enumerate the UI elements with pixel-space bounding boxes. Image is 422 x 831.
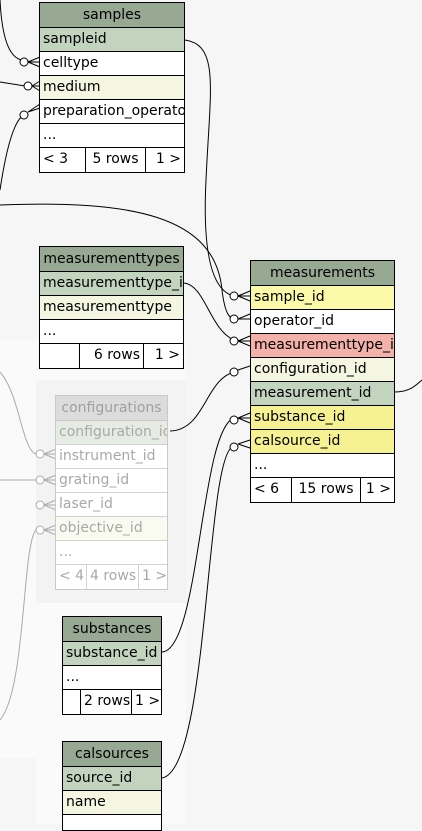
relation-line-instrument-id xyxy=(0,371,37,455)
column-more[interactable]: ... xyxy=(251,454,394,478)
crowfoot-circle-measurementtype-id xyxy=(229,336,239,346)
column-calsource-id[interactable]: calsource_id xyxy=(251,430,394,454)
relation-line-substance-id xyxy=(161,417,235,653)
row-count: 15 rows xyxy=(292,478,361,502)
column-measurementtype-id[interactable]: measurementtype_id xyxy=(251,334,394,358)
crowfoot-circle-laser-id xyxy=(35,500,45,510)
table-calsources[interactable]: calsources source_id name xyxy=(62,741,162,831)
table-header-substances[interactable]: substances xyxy=(63,617,161,642)
column-grating-id[interactable]: grating_id xyxy=(56,469,167,493)
row-count: 5 rows xyxy=(86,148,146,172)
column-objective-id[interactable]: objective_id xyxy=(56,517,167,541)
table-footer-measurements: < 6 15 rows 1 > xyxy=(251,478,394,502)
prev-page-button[interactable] xyxy=(40,344,80,368)
table-footer-measurementtypes: 6 rows 1 > xyxy=(40,344,183,368)
column-operator-id[interactable]: operator_id xyxy=(251,310,394,334)
crowfoot-circle-medium xyxy=(23,81,33,91)
column-more[interactable]: ... xyxy=(40,124,184,148)
crowfoot-circle-preparation-operator xyxy=(19,110,29,120)
column-source-id[interactable]: source_id xyxy=(63,767,161,791)
next-page-button[interactable]: 1 > xyxy=(155,151,181,167)
crowfoot-circle-instrument-id xyxy=(35,449,45,459)
prev-page-button[interactable]: < 4 xyxy=(56,565,87,589)
relation-line-sample-id xyxy=(184,39,235,297)
column-sample-id[interactable]: sample_id xyxy=(251,286,394,310)
row-count: 4 rows xyxy=(87,565,139,589)
row-count: 2 rows xyxy=(81,690,132,714)
column-medium[interactable]: medium xyxy=(40,76,184,100)
table-footer-substances: 2 rows 1 > xyxy=(63,690,161,714)
column-measurementtype[interactable]: measurementtype xyxy=(40,296,183,320)
crowfoot-circle-grating-id xyxy=(35,475,45,485)
table-samples[interactable]: samples sampleid celltype medium prepara… xyxy=(39,2,185,173)
next-page-button[interactable]: 1 > xyxy=(135,693,161,709)
column-name[interactable]: name xyxy=(63,791,161,815)
prev-page-button[interactable]: < 6 xyxy=(251,478,292,502)
column-laser-id[interactable]: laser_id xyxy=(56,493,167,517)
table-header-measurements[interactable]: measurements xyxy=(251,261,394,286)
table-header-samples[interactable]: samples xyxy=(40,3,184,28)
table-header-measurementtypes[interactable]: measurementtypes xyxy=(40,247,183,272)
relation-line-samples-left-3 xyxy=(0,114,25,191)
next-page-button[interactable]: 1 > xyxy=(142,568,168,584)
relation-line-calsource-id xyxy=(161,445,235,779)
table-footer-samples: < 3 5 rows 1 > xyxy=(40,148,184,172)
table-substances[interactable]: substances substance_id ... 2 rows 1 > xyxy=(62,616,162,715)
table-measurements[interactable]: measurements sample_id operator_id measu… xyxy=(250,260,395,503)
relation-line-samples-left-2 xyxy=(0,81,26,87)
row-count: 6 rows xyxy=(80,344,144,368)
relation-line-samples-left-1 xyxy=(0,0,23,61)
table-footer-configurations: < 4 4 rows 1 > xyxy=(56,565,167,589)
relation-line-measurementtype-id xyxy=(183,282,235,341)
column-celltype[interactable]: celltype xyxy=(40,52,184,76)
prev-page-button[interactable]: < 3 xyxy=(40,148,86,172)
next-page-button[interactable]: 1 > xyxy=(154,347,180,363)
column-substance-id[interactable]: substance_id xyxy=(251,406,394,430)
table-measurementtypes[interactable]: measurementtypes measurementtype_id meas… xyxy=(39,246,184,369)
column-measurement-id[interactable]: measurement_id xyxy=(251,382,394,406)
table-configurations[interactable]: configurations configuration_id instrume… xyxy=(55,395,168,590)
column-more[interactable]: ... xyxy=(40,320,183,344)
crowfoot-circle-configuration-id xyxy=(229,367,239,377)
relation-line-operator-id xyxy=(0,203,235,320)
crowfoot-circle-sample-id xyxy=(229,291,239,301)
prev-page-button[interactable] xyxy=(63,690,81,714)
column-instrument-id[interactable]: instrument_id xyxy=(56,445,167,469)
crowfoot-circle-substance-id xyxy=(229,415,239,425)
table-header-configurations[interactable]: configurations xyxy=(56,396,167,421)
relation-line-objective-id xyxy=(0,529,37,721)
column-substance-id[interactable]: substance_id xyxy=(63,642,161,666)
column-configuration-id[interactable]: configuration_id xyxy=(56,421,167,445)
crowfoot-circle-objective-id xyxy=(35,525,45,535)
column-measurementtype-id[interactable]: measurementtype_id xyxy=(40,272,183,296)
column-more[interactable]: ... xyxy=(56,541,167,565)
relation-line-configuration-id xyxy=(169,371,235,432)
relation-line-measurement-id-right xyxy=(394,379,422,393)
column-configuration-id[interactable]: configuration_id xyxy=(251,358,394,382)
column-more[interactable]: ... xyxy=(63,666,161,690)
crowfoot-circle-operator-id xyxy=(229,314,239,324)
column-sampleid[interactable]: sampleid xyxy=(40,28,184,52)
crowfoot-circle-celltype xyxy=(19,57,29,67)
next-page-button[interactable]: 1 > xyxy=(365,481,391,497)
column-preparation-operator[interactable]: preparation_operator xyxy=(40,100,184,124)
table-header-calsources[interactable]: calsources xyxy=(63,742,161,767)
crowfoot-circle-calsource-id xyxy=(229,442,239,452)
